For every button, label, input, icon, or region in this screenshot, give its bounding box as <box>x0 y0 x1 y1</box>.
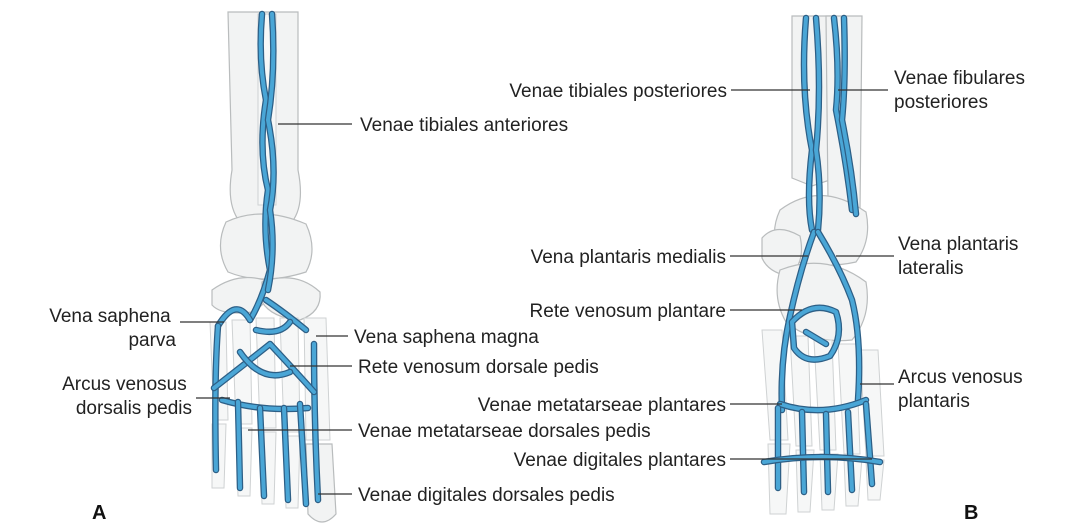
label-vena-saphena-magna: Vena saphena magna <box>354 327 539 348</box>
label-venae-fibulares-posteriores: Venae fibulares posteriores <box>894 68 1030 113</box>
panel-letter-a: A <box>92 502 106 524</box>
label-arcus-venosus-plantaris: Arcus venosus plantaris <box>898 367 1028 412</box>
label-venae-metatarseae-dorsales-pedis: Venae metatarseae dorsales pedis <box>358 421 651 442</box>
panel-b-illustration <box>762 16 884 514</box>
label-venae-metatarseae-plantares: Venae metatarseae plantares <box>478 395 726 416</box>
label-rete-venosum-dorsale-pedis: Rete venosum dorsale pedis <box>358 357 599 378</box>
label-venae-tibiales-posteriores: Venae tibiales posteriores <box>509 81 727 102</box>
label-arcus-venosus-dorsalis-pedis: Arcus venosus dorsalis pedis <box>62 374 192 419</box>
panel-a-illustration <box>210 12 336 522</box>
label-venae-digitales-dorsales-pedis: Venae digitales dorsales pedis <box>358 485 615 506</box>
panel-letter-b: B <box>964 502 978 524</box>
label-vena-plantaris-lateralis: Vena plantaris lateralis <box>898 234 1024 279</box>
label-venae-digitales-plantares: Venae digitales plantares <box>514 450 726 471</box>
label-vena-plantaris-medialis: Vena plantaris medialis <box>531 247 726 268</box>
label-vena-saphena-parva: Vena saphena parva <box>49 306 176 351</box>
label-rete-venosum-plantare: Rete venosum plantare <box>530 301 726 322</box>
label-venae-tibiales-anteriores: Venae tibiales anteriores <box>360 115 568 136</box>
